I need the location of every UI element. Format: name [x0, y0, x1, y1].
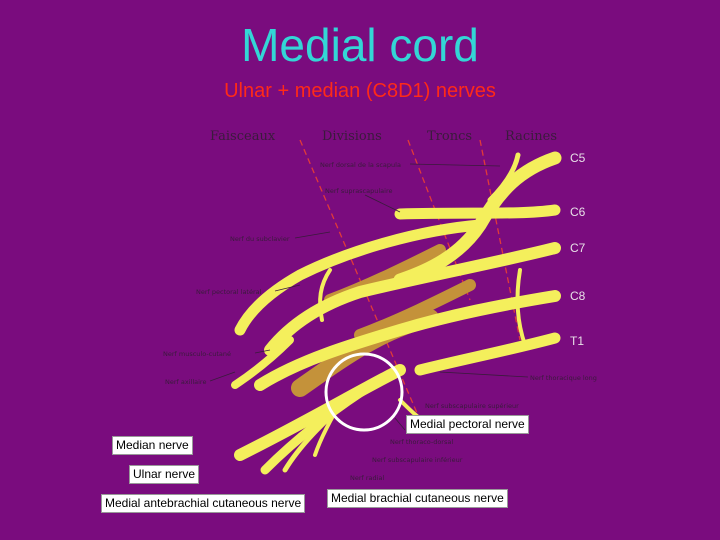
root-label-c7: C7 [570, 241, 586, 255]
callout-ulnar-nerve: Ulnar nerve [129, 465, 200, 484]
label-long-thoracic-nerve: Nerf thoracique long [530, 374, 597, 382]
callout-medial-brachial-cutaneous-nerve: Medial brachial cutaneous nerve [327, 489, 508, 508]
slide-subtitle: Ulnar + median (C8D1) nerves [224, 80, 496, 102]
label-suprascapular-nerve: Nerf suprascapulaire [325, 187, 393, 195]
label-musculocutaneous-nerve: Nerf musculo-cutané [163, 350, 231, 358]
callout-medial-antebrachial-cutaneous-nerve: Medial antebrachial cutaneous nerve [101, 494, 306, 513]
root-label-c5: C5 [570, 151, 586, 165]
root-label-c8: C8 [570, 289, 586, 303]
nerves [231, 151, 562, 475]
header-troncs: Troncs [427, 129, 472, 144]
root-label-c6: C6 [570, 205, 586, 219]
label-subclavian-nerve: Nerf du subclavier [230, 235, 290, 243]
label-upper-subscapular-nerve: Nerf subscapulaire supérieur [425, 402, 519, 410]
root-label-t1: T1 [570, 334, 584, 348]
callout-median-nerve: Median nerve [112, 436, 193, 455]
header-divisions: Divisions [322, 129, 382, 144]
highlight-circle [324, 352, 404, 432]
header-racines: Racines [505, 129, 557, 144]
header-faisceaux: Faisceaux [210, 129, 276, 144]
slide-title: Medial cord [241, 19, 479, 71]
label-radial-nerve: Nerf radial [350, 474, 384, 482]
label-axillary-nerve: Nerf axillaire [165, 378, 206, 386]
label-thoracodorsal-nerve: Nerf thoraco-dorsal [390, 438, 453, 446]
label-dorsal-scapular-nerve: Nerf dorsal de la scapula [320, 161, 401, 169]
callout-medial-pectoral-nerve: Medial pectoral nerve [406, 415, 529, 434]
leader-lines [209, 163, 529, 431]
label-lateral-pectoral-nerve: Nerf pectoral latéral [196, 288, 262, 296]
label-lower-subscapular-nerve: Nerf subscapulaire inférieur [372, 456, 463, 464]
